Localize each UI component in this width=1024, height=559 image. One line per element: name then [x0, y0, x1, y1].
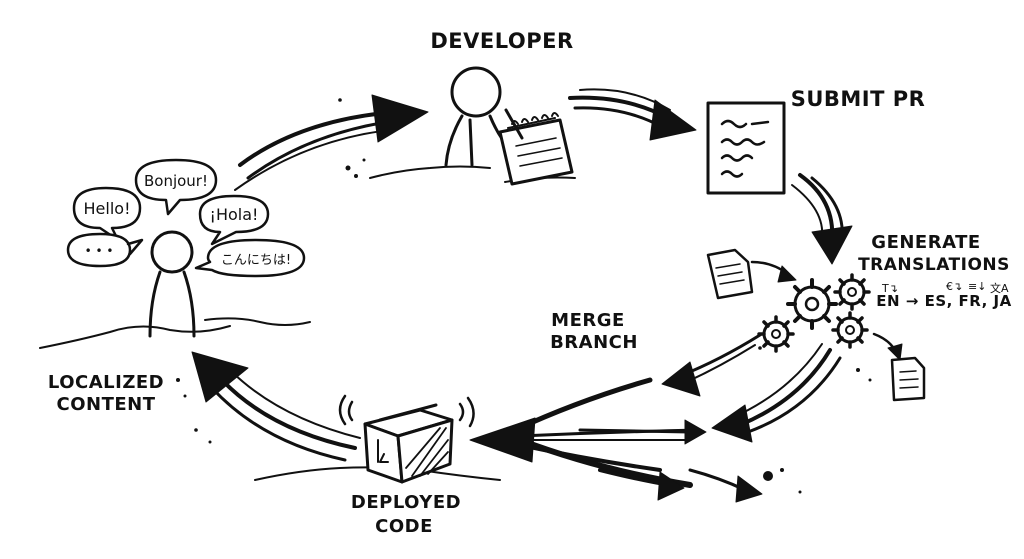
package-box-icon [338, 394, 475, 484]
branch-arrows [469, 377, 763, 503]
gears-icon [757, 273, 871, 353]
speech-text-japanese: こんにちは! [221, 253, 291, 268]
ink-dots [176, 98, 872, 494]
input-document-icon [706, 248, 797, 300]
branch-label: BRANCH [550, 332, 638, 353]
speech-bubble-english [72, 186, 142, 242]
speech-bubble-ellipsis [66, 232, 144, 268]
svg-text:T↴: T↴ [881, 282, 898, 295]
svg-text:€↴: €↴ [946, 280, 962, 293]
user-figure-icon [148, 230, 196, 338]
speech-bubble-spanish [198, 194, 270, 246]
arrow-to-localized-content [191, 351, 361, 462]
arrow-to-generate-translations [791, 173, 853, 265]
translations-label: TRANSLATIONS [858, 255, 1010, 275]
arrow-to-developer [234, 94, 429, 191]
svg-text:文A: 文A [990, 281, 1009, 295]
content-label: CONTENT [57, 394, 156, 415]
speech-text-ellipsis: • • • [85, 244, 114, 258]
generate-label: GENERATE [871, 232, 980, 253]
deployed-label: DEPLOYED [351, 492, 461, 513]
arrow-to-submit-pr [568, 88, 697, 141]
arrow-to-merge-branch [661, 333, 762, 397]
speech-text-english: Hello! [84, 199, 131, 218]
merge-label: MERGE [551, 310, 625, 331]
submit-pr-label: SUBMIT PR [791, 87, 926, 111]
speech-bubble-french [134, 158, 218, 216]
developer-label: DEVELOPER [430, 29, 573, 53]
speech-text-spanish: ¡Hola! [210, 205, 259, 224]
speech-text-french: Bonjour! [144, 172, 208, 190]
speech-bubble-japanese [194, 238, 306, 278]
translate-glyph-icons: T↴ €↴ ≡↓ 文A [881, 280, 1009, 295]
code-label: CODE [375, 516, 433, 537]
localized-label: LOCALIZED [48, 372, 164, 393]
svg-text:≡↓: ≡↓ [968, 280, 986, 293]
notepad-icon [498, 108, 574, 186]
languages-label: EN → ES, FR, JA [876, 292, 1011, 310]
pull-request-document-icon [706, 101, 786, 195]
arrow-to-branches [711, 343, 842, 443]
output-document-icon [872, 332, 926, 402]
